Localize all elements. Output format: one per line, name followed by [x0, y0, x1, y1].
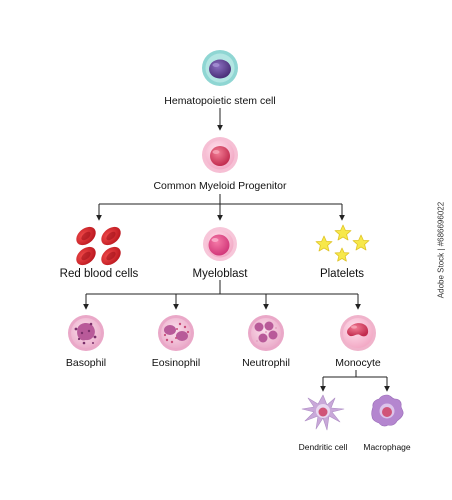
myeloblast-illustration [203, 227, 237, 261]
label-platelets: Platelets [319, 268, 365, 280]
basophil-illustration [68, 315, 104, 351]
label-basophil: Basophil [65, 357, 107, 369]
platelets-illustration [315, 224, 370, 262]
label-monocyte: Monocyte [335, 357, 381, 369]
rbc-illustration [76, 226, 121, 266]
label-macrophage: Macrophage [363, 442, 411, 452]
connectors [83, 108, 390, 392]
label-myeloid-progenitor: Common Myeloid Progenitor [153, 180, 287, 192]
label-eosinophil: Eosinophil [151, 357, 201, 369]
label-stem-cell: Hematopoietic stem cell [164, 95, 276, 107]
dendritic-illustration [301, 394, 345, 431]
label-red-blood-cells: Red blood cells [59, 268, 139, 280]
neutrophil-illustration [248, 315, 284, 351]
label-neutrophil: Neutrophil [242, 357, 290, 369]
label-dendritic-cell: Dendritic cell [298, 442, 348, 452]
eosinophil-illustration [158, 315, 194, 351]
label-myeloblast: Myeloblast [192, 268, 248, 280]
stock-id-label: Adobe Stock | #686696022 [436, 201, 446, 299]
macrophage-illustration [371, 394, 404, 427]
stem-cell-illustration [202, 50, 238, 86]
monocyte-illustration [340, 315, 376, 351]
progenitor-illustration [202, 137, 238, 173]
